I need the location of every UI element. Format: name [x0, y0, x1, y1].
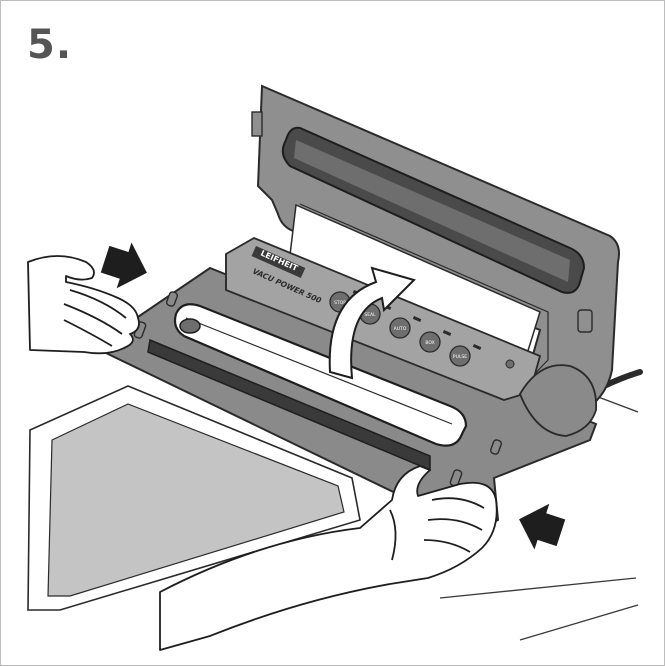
curved-arrow-up-icon	[328, 266, 416, 380]
device-lid	[251, 84, 620, 422]
step-number: 5.	[27, 22, 73, 68]
auto-button[interactable]: AUTO	[389, 317, 411, 339]
left-hand	[27, 255, 140, 355]
vacuum-chamber	[173, 303, 468, 447]
seal-button-label: SEAL	[364, 312, 376, 318]
vacuum-bag	[27, 385, 361, 611]
vacuum-nozzle	[179, 318, 201, 334]
right-hand	[159, 465, 498, 651]
arrow-right-icon	[100, 242, 147, 289]
box-button[interactable]: BOX	[419, 331, 441, 353]
stop-button-label: STOP	[334, 300, 346, 306]
pulse-button[interactable]: PULSE	[449, 345, 471, 367]
box-button-label: BOX	[425, 340, 434, 346]
auto-button-label: AUTO	[394, 326, 407, 332]
pulse-button-label: PULSE	[453, 354, 467, 360]
arrow-left-icon	[519, 503, 566, 550]
